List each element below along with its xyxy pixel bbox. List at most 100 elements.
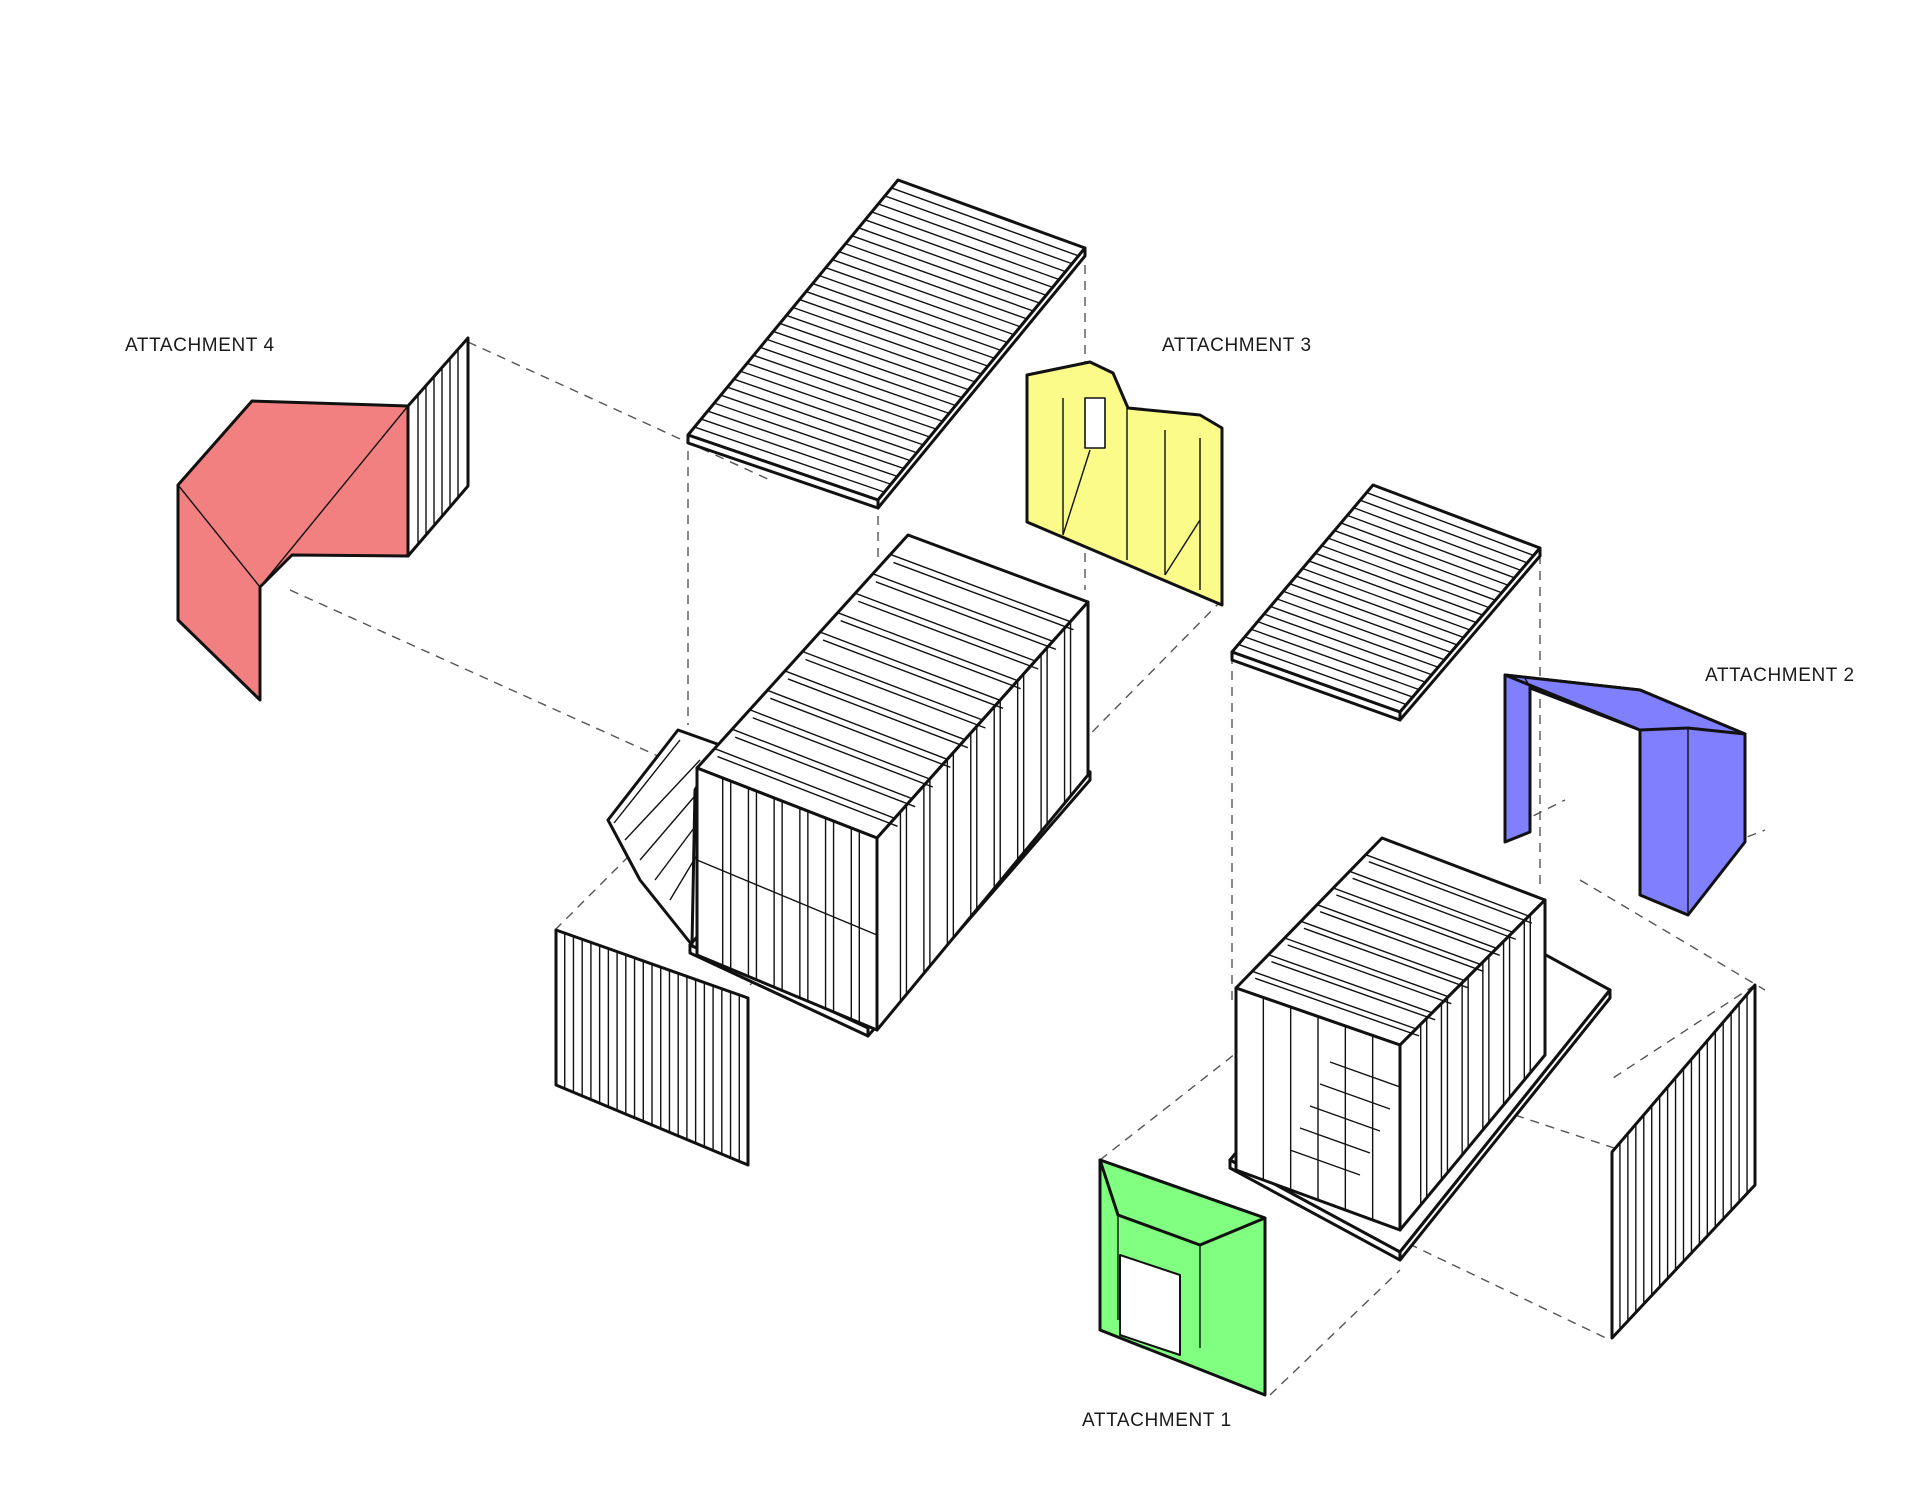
joist-line: [1271, 961, 1436, 1021]
roof-board-line: [1289, 583, 1458, 646]
roof-board-line: [773, 330, 963, 399]
large-roof-panel: [686, 178, 1087, 510]
attachment-3-module: [1025, 360, 1224, 607]
joist-line: [837, 612, 1018, 682]
joist-line: [805, 658, 986, 729]
joist-line: [1368, 861, 1533, 924]
roof-board-line: [1263, 613, 1433, 676]
joist-line: [1333, 887, 1497, 949]
left-wall-panel: [554, 928, 750, 1167]
roof-board-line: [1244, 636, 1413, 698]
roof-board-line: [878, 203, 1066, 273]
rail-line: [696, 859, 878, 936]
roof-board-line: [819, 274, 1008, 344]
joist-line: [893, 561, 1074, 631]
joist-line: [752, 717, 934, 788]
attachment-1-door: [1119, 1254, 1181, 1356]
stair-line: [1309, 1105, 1381, 1132]
roof-board-line: [1283, 590, 1452, 654]
attachment-1-label: ATTACHMENT 1: [1082, 1410, 1232, 1431]
joist-line: [1349, 870, 1514, 933]
roof-board-line: [1302, 567, 1471, 631]
joist-line: [1300, 920, 1465, 982]
small-timber-frame-module: [1228, 836, 1612, 1262]
roof-board-line: [1366, 491, 1534, 557]
roof-board-line: [845, 243, 1034, 312]
roof-board-line: [1308, 560, 1477, 624]
joist-line: [1336, 894, 1500, 956]
joist-line: [767, 689, 948, 760]
roof-board-line: [766, 338, 956, 407]
joist-line: [1319, 911, 1484, 973]
attachment-4-cladding-lines: [417, 350, 459, 544]
roof-board-line: [1347, 514, 1515, 579]
joist-line: [875, 581, 1057, 650]
roof-board-line: [1315, 552, 1483, 616]
attachment-4-label: ATTACHMENT 4: [125, 335, 275, 356]
roof-board-line: [891, 187, 1079, 257]
roof-board-line: [714, 402, 905, 470]
roof-board-line: [740, 370, 930, 438]
roof-board-line: [786, 314, 976, 383]
joist-line: [734, 736, 916, 808]
joist-line: [1251, 970, 1417, 1030]
roof-board-line: [864, 219, 1053, 289]
roof-board-line: [851, 235, 1040, 304]
roof-board-line: [799, 298, 989, 367]
small-roof-panel: [1230, 483, 1542, 722]
attachment-4-cladding: [406, 336, 470, 558]
attachment-2-label: ATTACHMENT 2: [1705, 665, 1855, 686]
attachment-3-label: ATTACHMENT 3: [1162, 335, 1312, 356]
stair-line: [1319, 1083, 1391, 1110]
joist-line: [855, 592, 1036, 662]
large-timber-frame-module: [606, 533, 1092, 1038]
roof-board-line: [720, 394, 911, 462]
attachment-4-module: [176, 336, 470, 702]
roof-board-line: [1250, 628, 1420, 691]
joist-line: [1287, 944, 1452, 1005]
joist-line: [731, 728, 913, 800]
joist-line: [787, 678, 969, 749]
roof-board-line: [825, 266, 1015, 336]
roof-board-line: [707, 410, 898, 478]
joist-line: [1303, 927, 1468, 989]
joist-line: [872, 573, 1054, 642]
roof-board-line: [1327, 537, 1496, 601]
joist-line: [858, 600, 1039, 670]
roof-board-line: [746, 362, 937, 430]
joist-line: [1352, 877, 1517, 940]
joist-line: [770, 697, 951, 768]
roof-board-line: [1276, 598, 1445, 661]
joist-line: [1254, 977, 1420, 1037]
roof-board-line: [805, 290, 995, 359]
roof-board-line: [871, 211, 1060, 281]
joist-line: [802, 650, 983, 721]
roof-board-line: [700, 418, 892, 485]
joist-line: [1284, 937, 1449, 998]
stair-line: [1329, 1061, 1401, 1088]
roof-board-line: [759, 346, 950, 415]
joist-line: [749, 709, 931, 780]
roof-board-line: [858, 227, 1047, 296]
joist-line: [819, 631, 1001, 701]
roof-board-line: [779, 322, 969, 391]
roof-board-line: [753, 354, 943, 422]
joist-line: [714, 747, 895, 819]
roof-board-line: [884, 195, 1073, 265]
roof-board-line: [812, 282, 1002, 352]
roof-board-line: [694, 426, 885, 493]
roof-board-line: [1257, 620, 1426, 683]
joist-line: [1365, 854, 1530, 917]
roof-board-line: [832, 259, 1021, 328]
joist-line: [890, 553, 1071, 623]
roof-board-line: [838, 251, 1028, 320]
roof-board-line: [1359, 499, 1528, 564]
joist-line: [840, 620, 1021, 690]
stair-line: [1299, 1127, 1371, 1154]
roof-board-line: [1238, 643, 1407, 706]
stair-line: [1289, 1149, 1361, 1176]
roof-board-line: [1334, 529, 1503, 594]
roof-board-line: [1270, 605, 1439, 668]
roof-board-line: [727, 386, 918, 454]
